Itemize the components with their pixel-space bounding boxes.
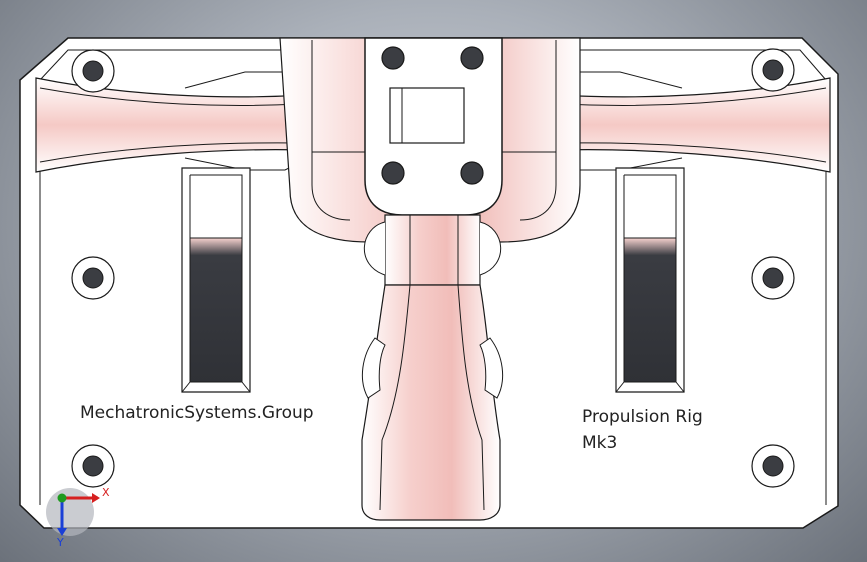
handle-fin-right	[479, 337, 504, 399]
x-axis-arrowhead	[92, 493, 100, 503]
left-slot-bevel-1	[181, 381, 191, 393]
block-hole	[381, 161, 405, 185]
right-arm-edge-lower	[561, 142, 827, 163]
plate-hole	[751, 444, 795, 488]
left-arm-edge-upper	[39, 87, 301, 106]
sensor-window	[389, 87, 465, 144]
block-hole	[381, 46, 405, 70]
right-arm-edge-upper	[561, 87, 827, 106]
neck-collar-right	[479, 221, 502, 276]
right-slot-cavity	[623, 237, 677, 383]
left-slot-bevel-2	[241, 381, 251, 393]
plate-hole	[71, 49, 115, 93]
block-hole	[460, 161, 484, 185]
right-slot-bevel-1	[615, 381, 625, 393]
plate-bevel-top-right	[560, 49, 827, 81]
left-slot-cavity	[189, 237, 243, 383]
y-axis-label: Y	[56, 536, 64, 549]
handle-contour-right	[457, 284, 485, 511]
handle-body	[361, 284, 501, 521]
right-slot-bevel-2	[675, 381, 685, 393]
neck-section	[384, 214, 481, 286]
plate-hole	[751, 48, 795, 92]
plate-hole	[71, 444, 115, 488]
right-slot-top	[623, 174, 677, 238]
engraved-organization-label: MechatronicSystems.Group	[80, 403, 314, 423]
plate-hole	[751, 256, 795, 300]
axis-triad: X Y	[46, 486, 110, 549]
engraved-title-line-1: Propulsion Rig	[582, 407, 703, 427]
x-axis-label: X	[102, 486, 110, 499]
z-axis-arrowhead	[57, 528, 67, 536]
left-slot-top	[189, 174, 243, 238]
saddle-inner-right	[519, 40, 557, 221]
neck-collar-left	[363, 221, 386, 276]
plate-hole	[71, 256, 115, 300]
handle-contour-left	[379, 284, 411, 511]
saddle-inner-left	[311, 40, 351, 221]
plate-bevel-top-left	[39, 49, 300, 81]
left-arm-edge-lower	[39, 142, 301, 163]
y-axis-dot	[57, 493, 67, 503]
handle-fin-left	[361, 337, 386, 399]
engraved-title-line-2: Mk3	[582, 433, 618, 453]
block-hole	[460, 46, 484, 70]
